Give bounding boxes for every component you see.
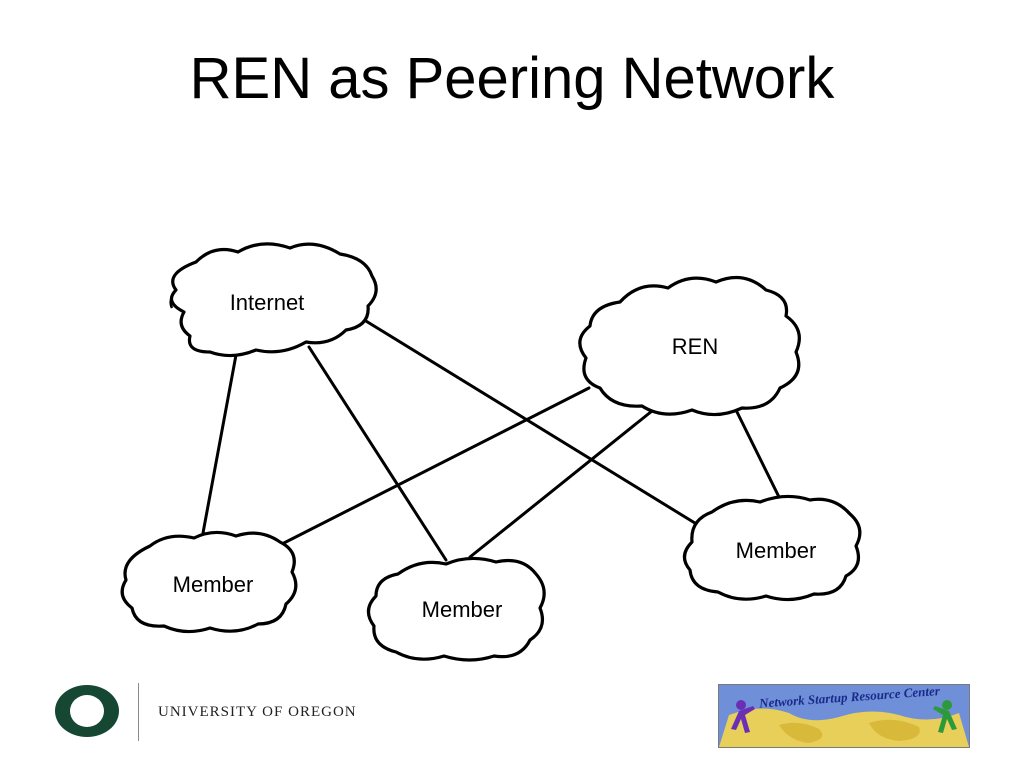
- edge-ren-member-right: [735, 410, 782, 501]
- nsrc-map-graphic: [719, 685, 969, 747]
- edge-ren-member-middle: [468, 409, 654, 559]
- nsrc-banner: Network Startup Resource Center: [718, 684, 970, 748]
- cloud-ren: REN: [578, 275, 801, 417]
- cloud-member-middle-label: Member: [422, 597, 503, 622]
- cloud-internet: Internet: [169, 242, 378, 358]
- cloud-ren-label: REN: [672, 334, 718, 359]
- cloud-member-left-label: Member: [173, 572, 254, 597]
- network-diagram: Internet REN Member Member Member: [120, 242, 862, 662]
- cloud-member-right: Member: [682, 494, 862, 602]
- footer-divider: [138, 683, 139, 741]
- edge-internet-member-left: [201, 353, 238, 535]
- cloud-member-right-label: Member: [736, 538, 817, 563]
- connections: [201, 316, 782, 562]
- person-left-icon: [731, 700, 755, 733]
- cloud-member-left: Member: [120, 530, 298, 634]
- edge-internet-member-middle: [307, 345, 448, 562]
- cloud-member-middle: Member: [366, 556, 546, 662]
- edge-ren-member-left: [276, 386, 591, 548]
- university-name: UNIVERSITY OF OREGON: [158, 704, 357, 720]
- slide-title: REN as Peering Network: [189, 46, 835, 111]
- university-of-oregon-o-logo: [55, 685, 119, 737]
- person-right-icon: [933, 700, 957, 733]
- cloud-internet-label: Internet: [230, 290, 305, 315]
- edge-internet-member-right: [359, 316, 705, 530]
